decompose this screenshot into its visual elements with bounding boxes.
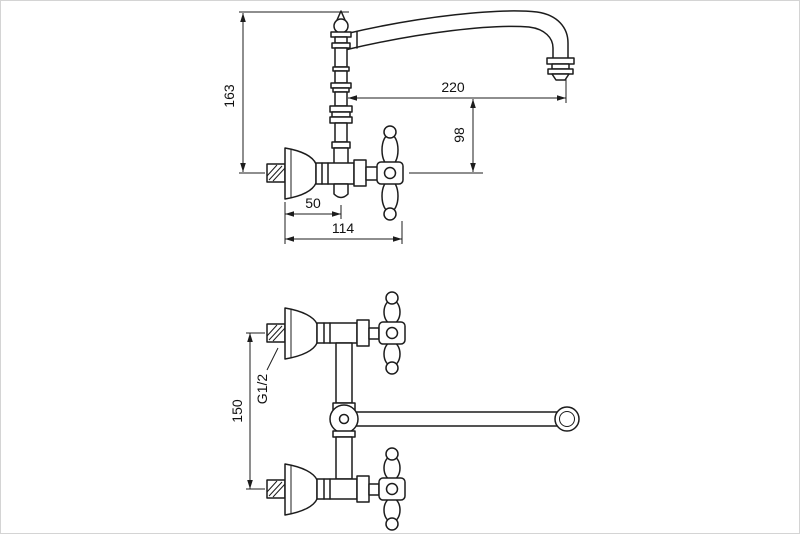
wall-flange xyxy=(284,147,317,200)
spout-outlet xyxy=(551,73,570,81)
column-body xyxy=(329,10,353,165)
front-view xyxy=(266,291,580,531)
dim-label-g12: G1/2 xyxy=(254,374,270,405)
spout-front xyxy=(356,406,580,432)
dim-label-50: 50 xyxy=(305,195,321,211)
dim-label-163: 163 xyxy=(221,84,237,108)
top-valve xyxy=(266,291,406,375)
dimension-height-163: 163 xyxy=(221,11,349,174)
wall-flange-top xyxy=(284,307,318,360)
thread-size-label: G1/2 xyxy=(254,347,279,405)
dim-label-220: 220 xyxy=(441,79,465,95)
dimension-drop-98: 98 xyxy=(409,99,483,174)
dim-label-150: 150 xyxy=(229,399,245,423)
wall-flange-bottom xyxy=(284,463,318,516)
dim-label-98: 98 xyxy=(451,127,467,143)
dimension-reach-220: 220 xyxy=(348,79,567,103)
cross-handle-side xyxy=(376,125,404,221)
spout-side xyxy=(344,10,575,81)
spout-end xyxy=(554,406,580,432)
dimension-depth-114: 114 xyxy=(285,220,403,244)
dimension-spacing-150: 150 xyxy=(229,332,265,490)
body-tube xyxy=(329,342,359,480)
front-view-dimensions: 150 G1/2 xyxy=(229,332,279,490)
side-view xyxy=(266,10,575,221)
finial-ball xyxy=(333,18,349,34)
wall-mount-side xyxy=(266,147,379,200)
dim-label-114: 114 xyxy=(332,220,355,236)
side-view-dimensions: 163 220 98 50 114 xyxy=(221,11,567,244)
bottom-valve xyxy=(266,447,406,531)
